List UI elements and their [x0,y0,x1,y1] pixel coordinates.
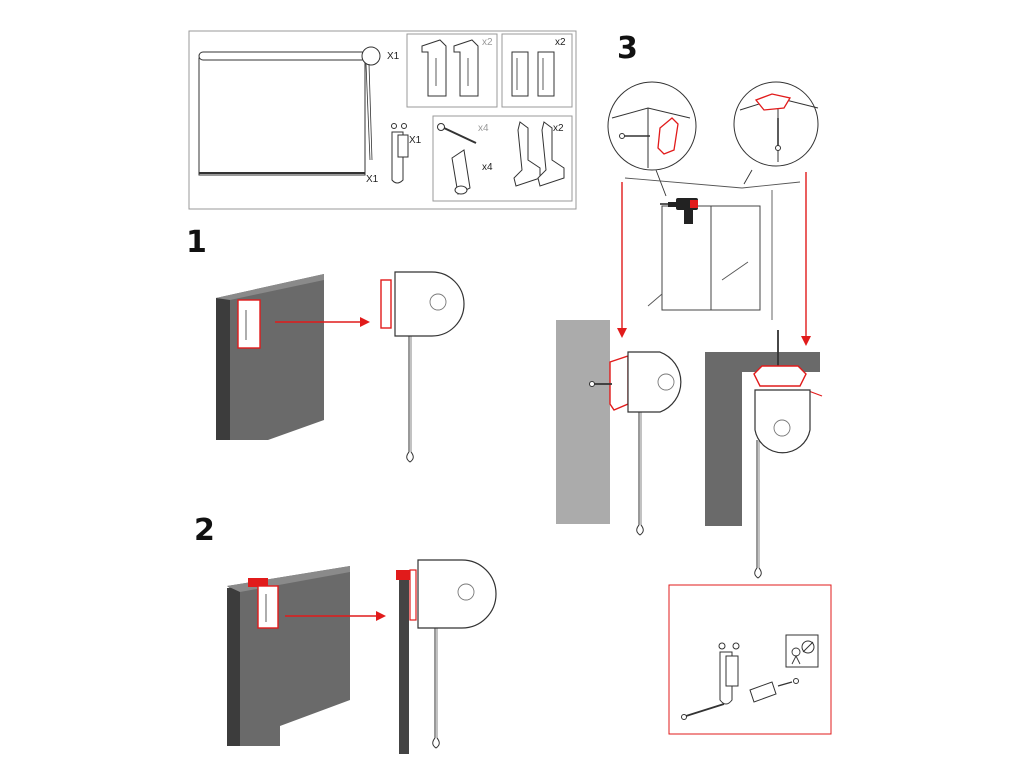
chain-clip-qty-label: X1 [409,135,422,146]
top-bracket-part [421,39,479,97]
child-safety-icon [785,634,819,668]
top-mount-detail [733,81,819,167]
wall-plug-part [451,149,471,195]
step-2-bracket [257,585,279,629]
screw-part [437,123,477,144]
step-2-bracket-top [248,578,268,587]
screw-qty-label: x4 [478,123,489,134]
clip-part [513,121,565,187]
roller-blind-part [198,46,381,176]
top-mount-result [705,330,823,579]
step-1-blind-head [380,271,465,463]
step-1-illustration [216,271,465,463]
step-1-number: 1 [186,225,207,260]
parts-box: X1 X1 X1 x2 x2 [188,30,577,210]
step-2-number: 2 [194,513,215,548]
top-bracket-qty-label: x2 [482,37,493,48]
side-bracket-part [511,51,555,97]
step-3-number: 3 [617,31,638,66]
blind-qty-label: X1 [387,51,400,62]
chain-clip-detail [668,584,832,735]
drill-icon [660,198,698,224]
chain-clip-part [391,123,409,184]
side-mount-result [556,320,682,536]
plug-qty-label: x4 [482,162,493,173]
clip-qty-label: x2 [553,123,564,134]
step-2-illustration [227,559,497,754]
step-1-bracket [237,299,261,349]
room-window-scene [624,177,801,320]
chain-weight-qty-label: X1 [366,174,379,185]
side-mount-detail [607,81,697,171]
step-2-frame-profile [399,576,409,754]
side-bracket-qty-label: x2 [555,37,566,48]
step-2-blind-head [417,559,497,749]
step-3-illustration [556,81,832,735]
